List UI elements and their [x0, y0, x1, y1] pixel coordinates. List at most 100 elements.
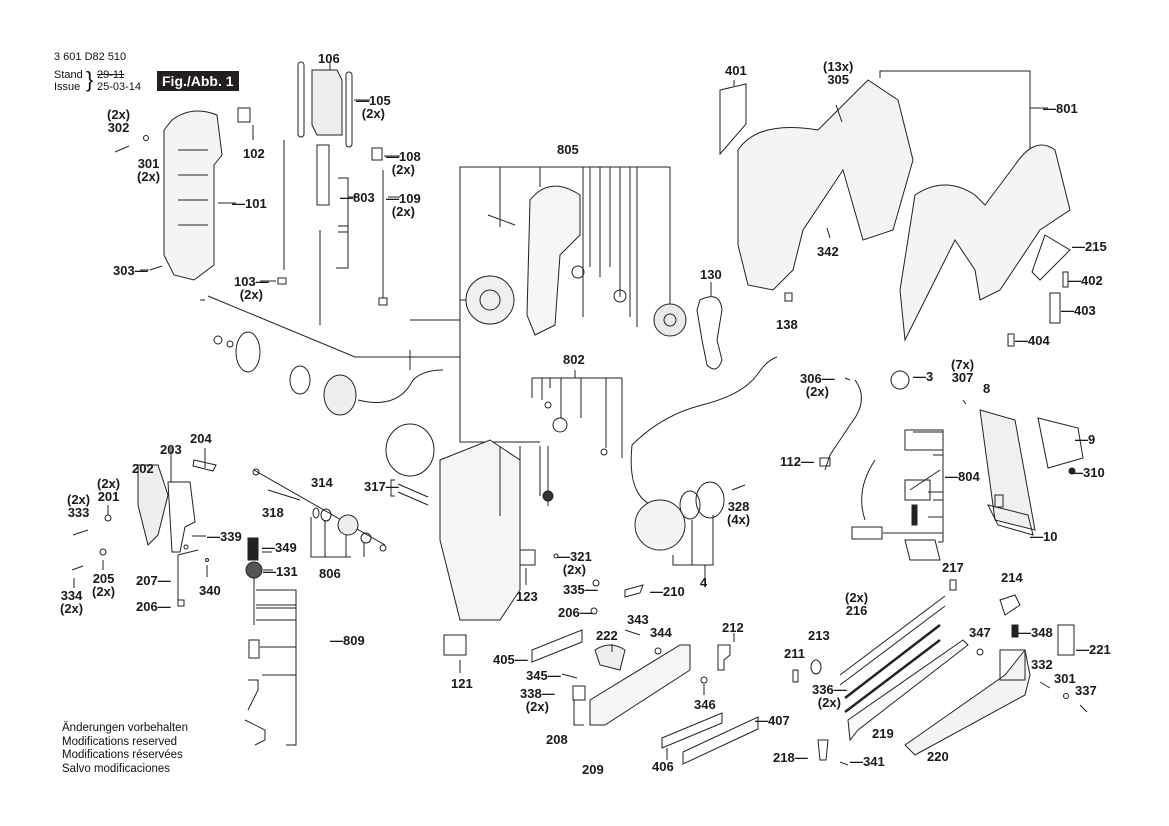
label-301-right: 301 [1054, 671, 1076, 686]
part-101-housing-shell [163, 110, 223, 281]
label-3: —3 [913, 369, 934, 384]
label-130: 130 [700, 267, 722, 282]
part-804-spring [911, 504, 918, 526]
label-109: —109 (2x) [386, 191, 421, 219]
label-332: 332 [1031, 657, 1053, 672]
label-202: 202 [132, 461, 154, 476]
label-339: —339 [207, 529, 242, 544]
part-809-pusher [244, 719, 266, 746]
part-131-gear [245, 561, 263, 579]
brace: } [86, 67, 94, 92]
label-208: 208 [546, 732, 568, 747]
part-805-pulley-small [653, 303, 687, 337]
part-212-bracket [717, 644, 731, 671]
part-328-screw [731, 484, 746, 491]
label-210: —210 [650, 584, 685, 599]
label-214: 214 [1001, 570, 1023, 585]
issue-value: 25-03-14 [97, 81, 142, 93]
label-9: —9 [1075, 432, 1096, 447]
label-318: 318 [262, 505, 284, 520]
part-804-button [851, 526, 883, 540]
label-102: 102 [243, 146, 265, 161]
part-332-pin [1039, 681, 1051, 689]
label-802: 802 [563, 352, 585, 367]
label-207: 207— [136, 573, 171, 588]
label-334: 334 (2x) [60, 588, 84, 616]
part-4-cable [630, 356, 778, 506]
part-402-label [1062, 271, 1069, 288]
figure-label: Fig./Abb. 1 [157, 71, 239, 91]
part-8-pcb [979, 409, 1036, 531]
part-214-pusher [999, 594, 1021, 616]
label-215: —215 [1072, 239, 1107, 254]
label-217: 217 [942, 560, 964, 575]
part-3-bushing [890, 370, 910, 390]
part-206-cap-2 [590, 607, 598, 615]
label-337: 337 [1075, 683, 1097, 698]
part-motor-stator [323, 374, 357, 416]
part-108-clip [371, 147, 383, 161]
label-220: 220 [927, 749, 949, 764]
part-front-body [439, 439, 521, 621]
label-103: 103— (2x) [234, 274, 269, 302]
part-404-label [1007, 333, 1015, 347]
label-348: —348 [1018, 625, 1053, 640]
label-212: 212 [722, 620, 744, 635]
label-204: 204 [190, 431, 212, 446]
label-123: 123 [516, 589, 538, 604]
label-340: 340 [199, 583, 221, 598]
label-405: 405— [493, 652, 528, 667]
part-318-pin [267, 489, 301, 501]
label-301-top: 301 (2x) [137, 156, 161, 184]
part-washer [379, 544, 387, 552]
part-4-disc [679, 490, 701, 520]
note-en: Modifications reserved [62, 735, 178, 748]
part-4-motor [634, 499, 686, 551]
part-204-plate [192, 459, 217, 472]
part-220-magazine-rail [904, 648, 1031, 756]
part-201-nut [104, 514, 112, 522]
label-809: —809 [330, 633, 365, 648]
notes-block: Änderungen vorbehalten Modifications res… [62, 722, 188, 776]
part-406-label [661, 712, 723, 749]
label-336: 336— (2x) [812, 682, 847, 710]
label-101: —101 [232, 196, 267, 211]
label-804: —804 [945, 469, 980, 484]
label-321: —321 (2x) [557, 549, 592, 577]
label-131: —131 [263, 564, 298, 579]
label-305: (13x) 305 [823, 59, 854, 87]
label-344: 344 [650, 625, 672, 640]
part-102-clip [237, 107, 251, 123]
label-310: —310 [1070, 465, 1105, 480]
label-211: 211 [784, 646, 805, 661]
part-206-cap [177, 599, 185, 607]
label-803: —803 [340, 190, 375, 205]
label-138: 138 [776, 317, 798, 332]
label-108: —108 (2x) [386, 149, 421, 177]
part-405-label [531, 629, 583, 663]
label-303: 303— [113, 263, 148, 278]
label-206-center: 206— [558, 605, 593, 620]
part-motor-armature [289, 365, 311, 395]
part-348-spring [1011, 624, 1019, 638]
label-342: 342 [817, 244, 839, 259]
stand-label: Stand [54, 69, 83, 81]
label-205: 205 (2x) [92, 571, 116, 599]
part-109-nut [378, 297, 388, 306]
part-105-bar [297, 61, 305, 138]
part-112-end [819, 457, 831, 467]
part-344-nut [654, 647, 662, 655]
label-4: 4 [700, 575, 708, 590]
part-220-head [999, 649, 1026, 681]
label-317: 317— [364, 479, 399, 494]
label-403: —403 [1061, 303, 1096, 318]
part-802-bearing [552, 417, 568, 433]
part-337-screw [1079, 704, 1088, 713]
label-404: —404 [1015, 333, 1050, 348]
part-303-screw [149, 265, 163, 271]
part-211-pin [792, 669, 799, 683]
part-209-magazine [589, 644, 691, 726]
label-343: 343 [627, 612, 649, 627]
part-103-nut [277, 277, 287, 285]
